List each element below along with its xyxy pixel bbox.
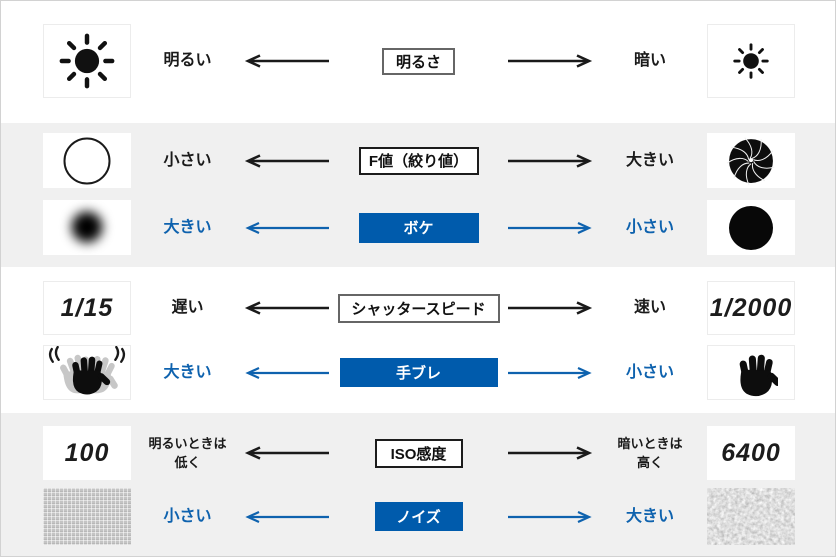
open-circle-icon — [43, 133, 131, 188]
arrow-right-blue-icon — [506, 488, 593, 545]
fvalue-topic-label: F値（絞り値） — [358, 146, 479, 175]
shaking-hand-icon — [43, 345, 131, 400]
sun-small-icon — [707, 24, 795, 98]
brightness-row: 明るい 明るさ 暗い — [1, 1, 835, 123]
fine-noise-texture — [43, 488, 131, 545]
iso-left-term: 明るいときは 低く — [131, 426, 244, 480]
bokeh-topic-label: ボケ — [358, 212, 479, 243]
sun-large-icon — [59, 33, 115, 89]
iso-high-value: 6400 — [707, 426, 795, 480]
shutter-topic-label: シャッタースピード — [337, 293, 500, 323]
arrow-right-blue-icon — [506, 200, 593, 255]
arrow-right-icon — [506, 426, 593, 480]
shutter-speed-row: 1/15 遅い シャッタースピード 速い 1/2000 — [1, 267, 835, 413]
aperture-row: 小さい F値（絞り値） 大きい — [1, 123, 835, 267]
arrow-right-icon — [506, 281, 593, 335]
arrow-left-blue-icon — [244, 345, 331, 400]
iso-row: 100 明るいときは 低く ISO感度 暗いときは 高く 6400 小さい — [1, 413, 835, 556]
shutter-right-term: 速い — [633, 299, 666, 317]
iso-left-term-line1: 明るいときは — [148, 435, 227, 451]
noise-right-term: 大きい — [625, 507, 674, 525]
solid-circle-icon — [707, 200, 795, 255]
steady-hand-icon — [707, 345, 795, 400]
noise-left-term: 小さい — [163, 507, 212, 525]
shake-right-term: 小さい — [625, 363, 674, 381]
arrow-left-blue-icon — [244, 200, 331, 255]
iso-left-term-line2: 低く — [174, 455, 201, 470]
bokeh-left-term: 大きい — [163, 218, 212, 236]
iso-right-term-line1: 暗いときは — [617, 435, 683, 451]
arrow-left-icon — [244, 24, 331, 98]
brightness-topic-label: 明るさ — [382, 47, 455, 75]
arrow-left-icon — [244, 281, 331, 335]
sun-large-icon — [43, 24, 131, 98]
fvalue-right-term: 大きい — [625, 151, 674, 169]
bokeh-right-term: 小さい — [625, 218, 674, 236]
arrow-right-icon — [506, 133, 593, 188]
sun-small-icon — [733, 43, 769, 79]
iso-low-value: 100 — [43, 426, 131, 480]
arrow-left-blue-icon — [244, 488, 331, 545]
shutter-left-term: 遅い — [171, 299, 204, 317]
brightness-right-term: 暗い — [633, 52, 666, 70]
shake-topic-label: 手ブレ — [339, 358, 498, 387]
shake-left-term: 大きい — [163, 363, 212, 381]
fvalue-left-term: 小さい — [163, 151, 212, 169]
noise-topic-label: ノイズ — [374, 502, 463, 531]
arrow-left-icon — [244, 133, 331, 188]
arrow-right-blue-icon — [506, 345, 593, 400]
shutter-slow-value: 1/15 — [43, 281, 131, 335]
iso-right-term-line2: 高く — [636, 455, 663, 470]
blur-circle-icon — [43, 200, 131, 255]
coarse-noise-texture — [707, 488, 795, 545]
shutter-fast-value: 1/2000 — [707, 281, 795, 335]
arrow-right-icon — [506, 24, 593, 98]
iso-topic-label: ISO感度 — [374, 438, 463, 468]
arrow-left-icon — [244, 426, 331, 480]
iso-right-term: 暗いときは 高く — [593, 426, 707, 480]
aperture-blades-icon — [707, 133, 795, 188]
brightness-left-term: 明るい — [163, 52, 212, 70]
